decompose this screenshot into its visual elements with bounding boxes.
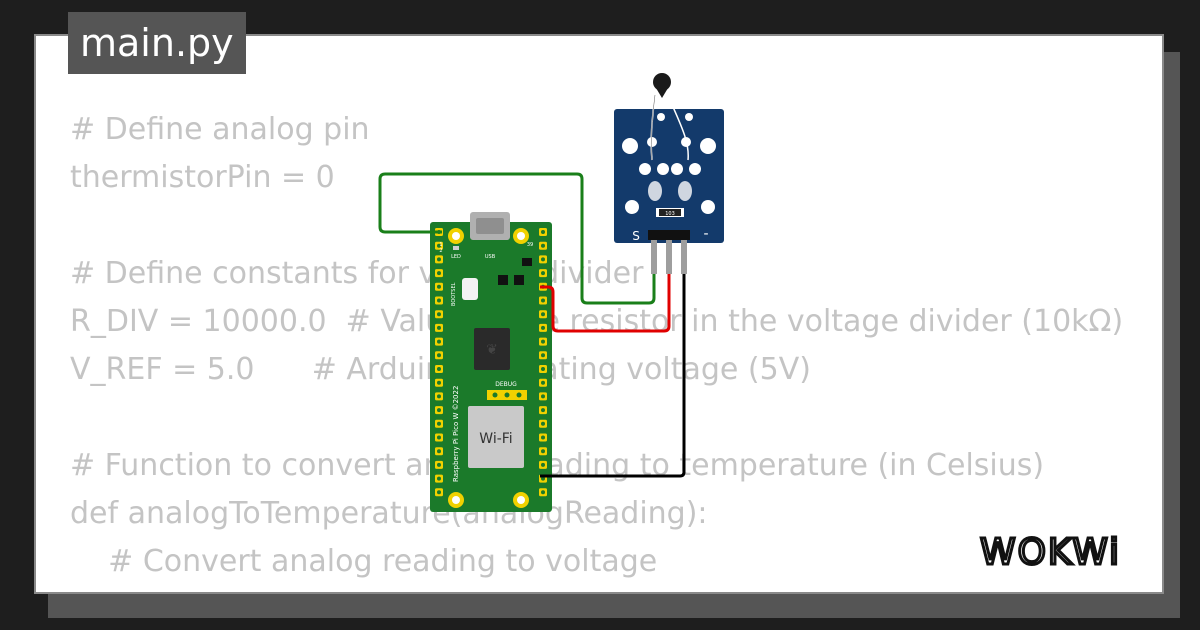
pin-2-label: 2 (439, 248, 442, 254)
header-pin-hole (541, 490, 545, 495)
usb-label: USB (485, 254, 496, 260)
led-label: LED (451, 254, 461, 260)
ground-wire[interactable] (540, 274, 686, 478)
bootsel-label: BOOTSEL (451, 282, 457, 306)
pin-s (651, 240, 657, 274)
header-pin-hole (437, 353, 441, 358)
wifi-module (468, 406, 524, 468)
pico-w-board[interactable]: USB LED 1 2 39 BOOTSEL ❦ Raspberry Pi Pi… (430, 212, 552, 512)
header-pin-hole (437, 271, 441, 276)
usb-port (476, 218, 504, 234)
pin-header (648, 230, 690, 240)
header-pin-hole (541, 367, 545, 371)
led (453, 246, 459, 250)
header-pin-hole (541, 435, 545, 440)
header-pin-hole (541, 243, 545, 248)
header-pin-hole (437, 257, 441, 262)
code-line: def analogToTemperature(analogReading): (70, 496, 708, 531)
header-pin-hole (437, 298, 441, 303)
code-line: # Define analog pin (70, 112, 370, 147)
header-pin-hole (541, 394, 545, 399)
mount-hole (701, 200, 715, 214)
pin-1-label: 1 (439, 242, 442, 248)
chip-small (514, 275, 524, 285)
rp2040-chip (474, 328, 510, 370)
mount-hole (700, 138, 716, 154)
sensor-pcb (614, 109, 724, 243)
header-pin-hole (437, 490, 441, 495)
header-pin-hole (541, 462, 545, 467)
board-name: Raspberry Pi Pico W ©2022 (452, 386, 460, 482)
pin-vcc (666, 240, 672, 274)
header-pin-hole (437, 449, 441, 454)
code-line: thermistorPin = 0 (70, 160, 335, 195)
header-pin-hole (437, 325, 441, 330)
thermistor-icon (653, 73, 671, 91)
mount-hole-center (517, 496, 525, 504)
header-pin-hole (437, 462, 441, 467)
file-tab[interactable]: main.py (68, 12, 246, 74)
signal-wire[interactable] (378, 172, 656, 305)
header-pin-hole (437, 312, 441, 317)
header-pin-hole (437, 408, 441, 413)
wokwi-logo-text: WOKWi (980, 532, 1121, 573)
header-pin-hole (541, 380, 545, 385)
left-pin-header (435, 228, 443, 497)
header-pin-hole (541, 298, 545, 303)
header-pin-hole (437, 284, 441, 289)
header-pin-hole (437, 394, 441, 399)
pin-gnd (681, 240, 687, 274)
header-pin-hole (541, 325, 545, 330)
header-pin-hole (541, 339, 545, 344)
wifi-label: Wi-Fi (479, 431, 512, 447)
header-pin-hole (437, 421, 441, 426)
header-pin-hole (541, 353, 545, 358)
header-pin-hole (541, 312, 545, 317)
header-pin-hole (541, 230, 545, 234)
raspberry-logo-icon: ❦ (486, 342, 498, 358)
ground-pin-label: - (703, 226, 708, 242)
bootsel-button[interactable] (462, 278, 478, 300)
header-pin-hole (437, 367, 441, 371)
debug-label: DEBUG (495, 381, 517, 388)
header-pin-hole (541, 449, 545, 454)
header-pin-hole (437, 339, 441, 344)
signal-pin-label: S (632, 229, 640, 243)
mount-hole (622, 138, 638, 154)
right-pin-header (539, 228, 547, 497)
header-pin-hole (541, 271, 545, 276)
mount-hole-center (452, 496, 460, 504)
mount-hole (625, 200, 639, 214)
wokwi-logo[interactable]: WOKWi (978, 526, 1150, 578)
header-pin-hole (541, 257, 545, 262)
resistor-label: 103 (665, 211, 675, 217)
header-pin-hole (437, 243, 441, 248)
header-pin-hole (541, 476, 545, 481)
header-pin-hole (541, 421, 545, 426)
header-pin-hole (437, 476, 441, 481)
power-wire[interactable] (540, 274, 671, 333)
header-pin-hole (437, 435, 441, 440)
header-pin-hole (437, 380, 441, 385)
chip-small (522, 258, 532, 266)
header-pin-hole (541, 408, 545, 413)
code-line: # Convert analog reading to voltage (70, 544, 658, 579)
mount-hole-center (452, 232, 460, 240)
pin-39-label: 39 (527, 242, 533, 248)
mount-hole-center (517, 232, 525, 240)
thermistor-module[interactable]: 103 S - (614, 73, 724, 274)
chip-small (498, 275, 508, 285)
